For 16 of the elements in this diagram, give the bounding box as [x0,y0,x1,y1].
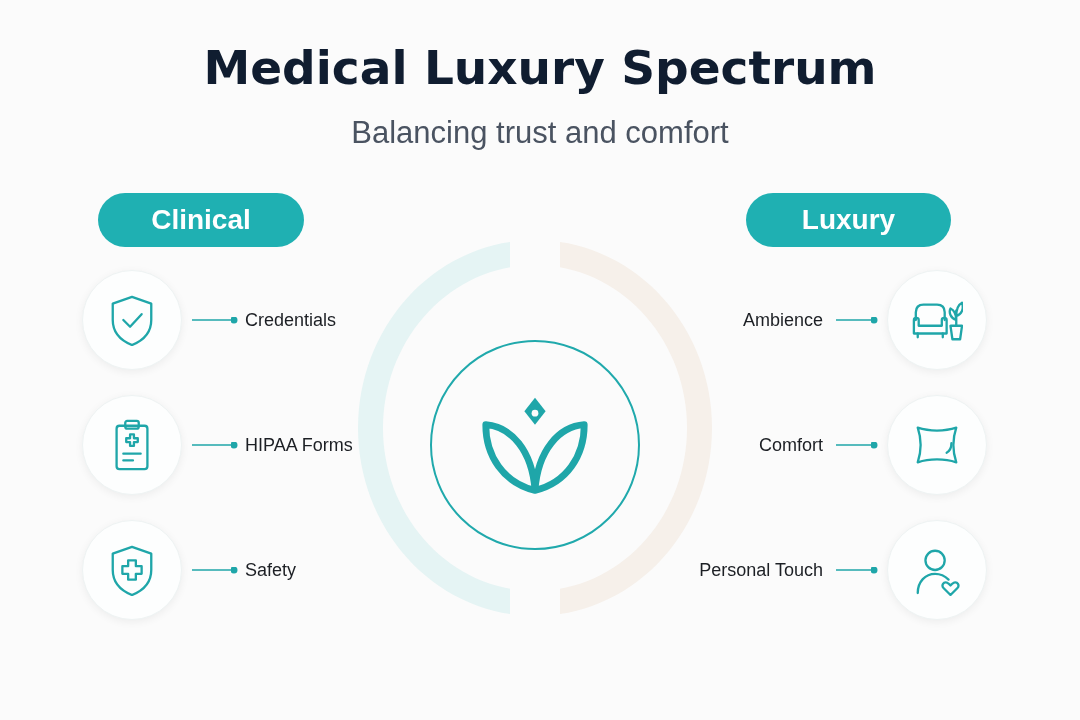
leader-line [835,316,878,324]
item-label: Personal Touch [699,558,836,582]
leader-line [191,441,238,449]
leader-line [835,566,878,574]
item-label: Credentials [234,308,337,332]
leader-line [191,566,238,574]
category-tag: Luxury [746,193,951,247]
title: Medical Luxury Spectrum [203,40,877,95]
item-label: Comfort [759,433,836,457]
leader-line [191,316,238,324]
item-label: HIPAA Forms [234,433,353,457]
subtitle: Balancing trust and comfort [351,115,729,151]
leader-line [835,441,878,449]
item-label: Ambience [742,308,836,332]
category-tag: Clinical [98,193,304,247]
item-label: Safety [234,558,297,582]
